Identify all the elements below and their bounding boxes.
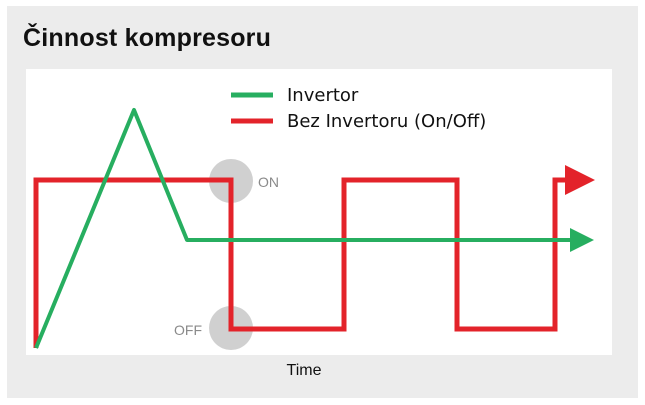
invertor-line	[34, 108, 594, 349]
diagram-title: Činnost kompresoru	[23, 24, 272, 52]
legend-label-invertor: Invertor	[287, 85, 359, 106]
on-label: ON	[258, 174, 279, 190]
no-invertor-line	[33, 165, 595, 348]
plot-area	[26, 69, 612, 355]
off-label: OFF	[174, 322, 202, 338]
x-axis-label: Time	[287, 362, 322, 379]
legend-label-no-invertor: Bez Invertoru (On/Off)	[287, 111, 486, 132]
